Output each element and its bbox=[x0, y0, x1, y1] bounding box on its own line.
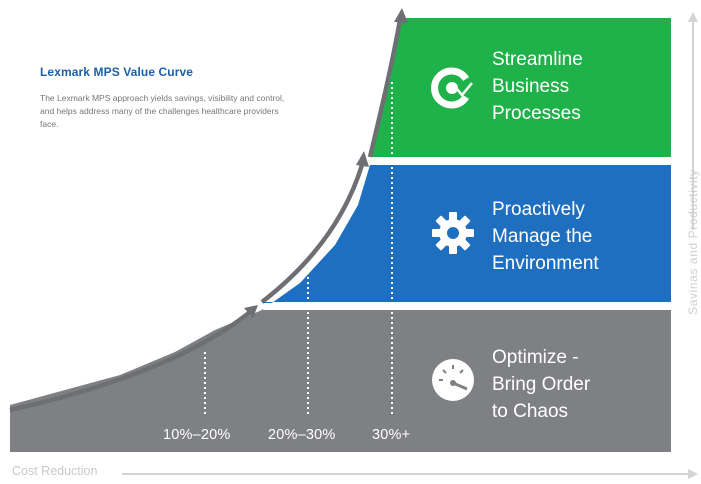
band-label-line: Business bbox=[492, 76, 570, 97]
diagram-description: The Lexmark MPS approach yields savings,… bbox=[40, 93, 285, 129]
band-label-line: Processes bbox=[492, 103, 581, 124]
band-label-line: Optimize - bbox=[492, 347, 579, 368]
band-optimize bbox=[10, 310, 671, 452]
x-axis-arrowhead bbox=[688, 469, 698, 479]
curve-arrowhead-3 bbox=[394, 8, 408, 23]
band-label-line: Environment bbox=[492, 253, 599, 274]
band-label-proactive: Proactively Manage the Environment bbox=[492, 196, 662, 277]
curve-segment-3 bbox=[367, 19, 403, 158]
y-axis-label: Savinas and Productivity bbox=[686, 169, 700, 315]
x-axis-label: Cost Reduction bbox=[12, 464, 98, 478]
curve-arrowhead-2 bbox=[356, 151, 369, 167]
percent-label-3: 30%+ bbox=[372, 427, 411, 443]
y-axis-arrowhead bbox=[688, 12, 698, 22]
band-label-line: Manage the bbox=[492, 226, 593, 247]
band-label-line: Proactively bbox=[492, 199, 585, 220]
curve-arrowhead-1 bbox=[244, 305, 258, 318]
gauge-icon bbox=[429, 356, 477, 404]
band-proactive bbox=[262, 165, 671, 310]
gear-icon bbox=[429, 209, 477, 257]
cycle-check-icon bbox=[429, 65, 475, 111]
curve-segment-1 bbox=[9, 310, 252, 413]
percent-label-2: 20%–30% bbox=[268, 427, 336, 443]
band-label-line: to Chaos bbox=[492, 401, 569, 422]
band-label-line: Bring Order bbox=[492, 374, 591, 395]
band-label-optimize: Optimize - Bring Order to Chaos bbox=[492, 344, 662, 425]
percent-label-1: 10%–20% bbox=[163, 427, 231, 443]
diagram-title: Lexmark MPS Value Curve bbox=[40, 65, 194, 79]
band-label-streamline: Streamline Business Processes bbox=[492, 46, 662, 127]
band-streamline bbox=[370, 18, 671, 157]
band-label-line: Streamline bbox=[492, 49, 583, 70]
curve-segment-2 bbox=[260, 164, 365, 304]
